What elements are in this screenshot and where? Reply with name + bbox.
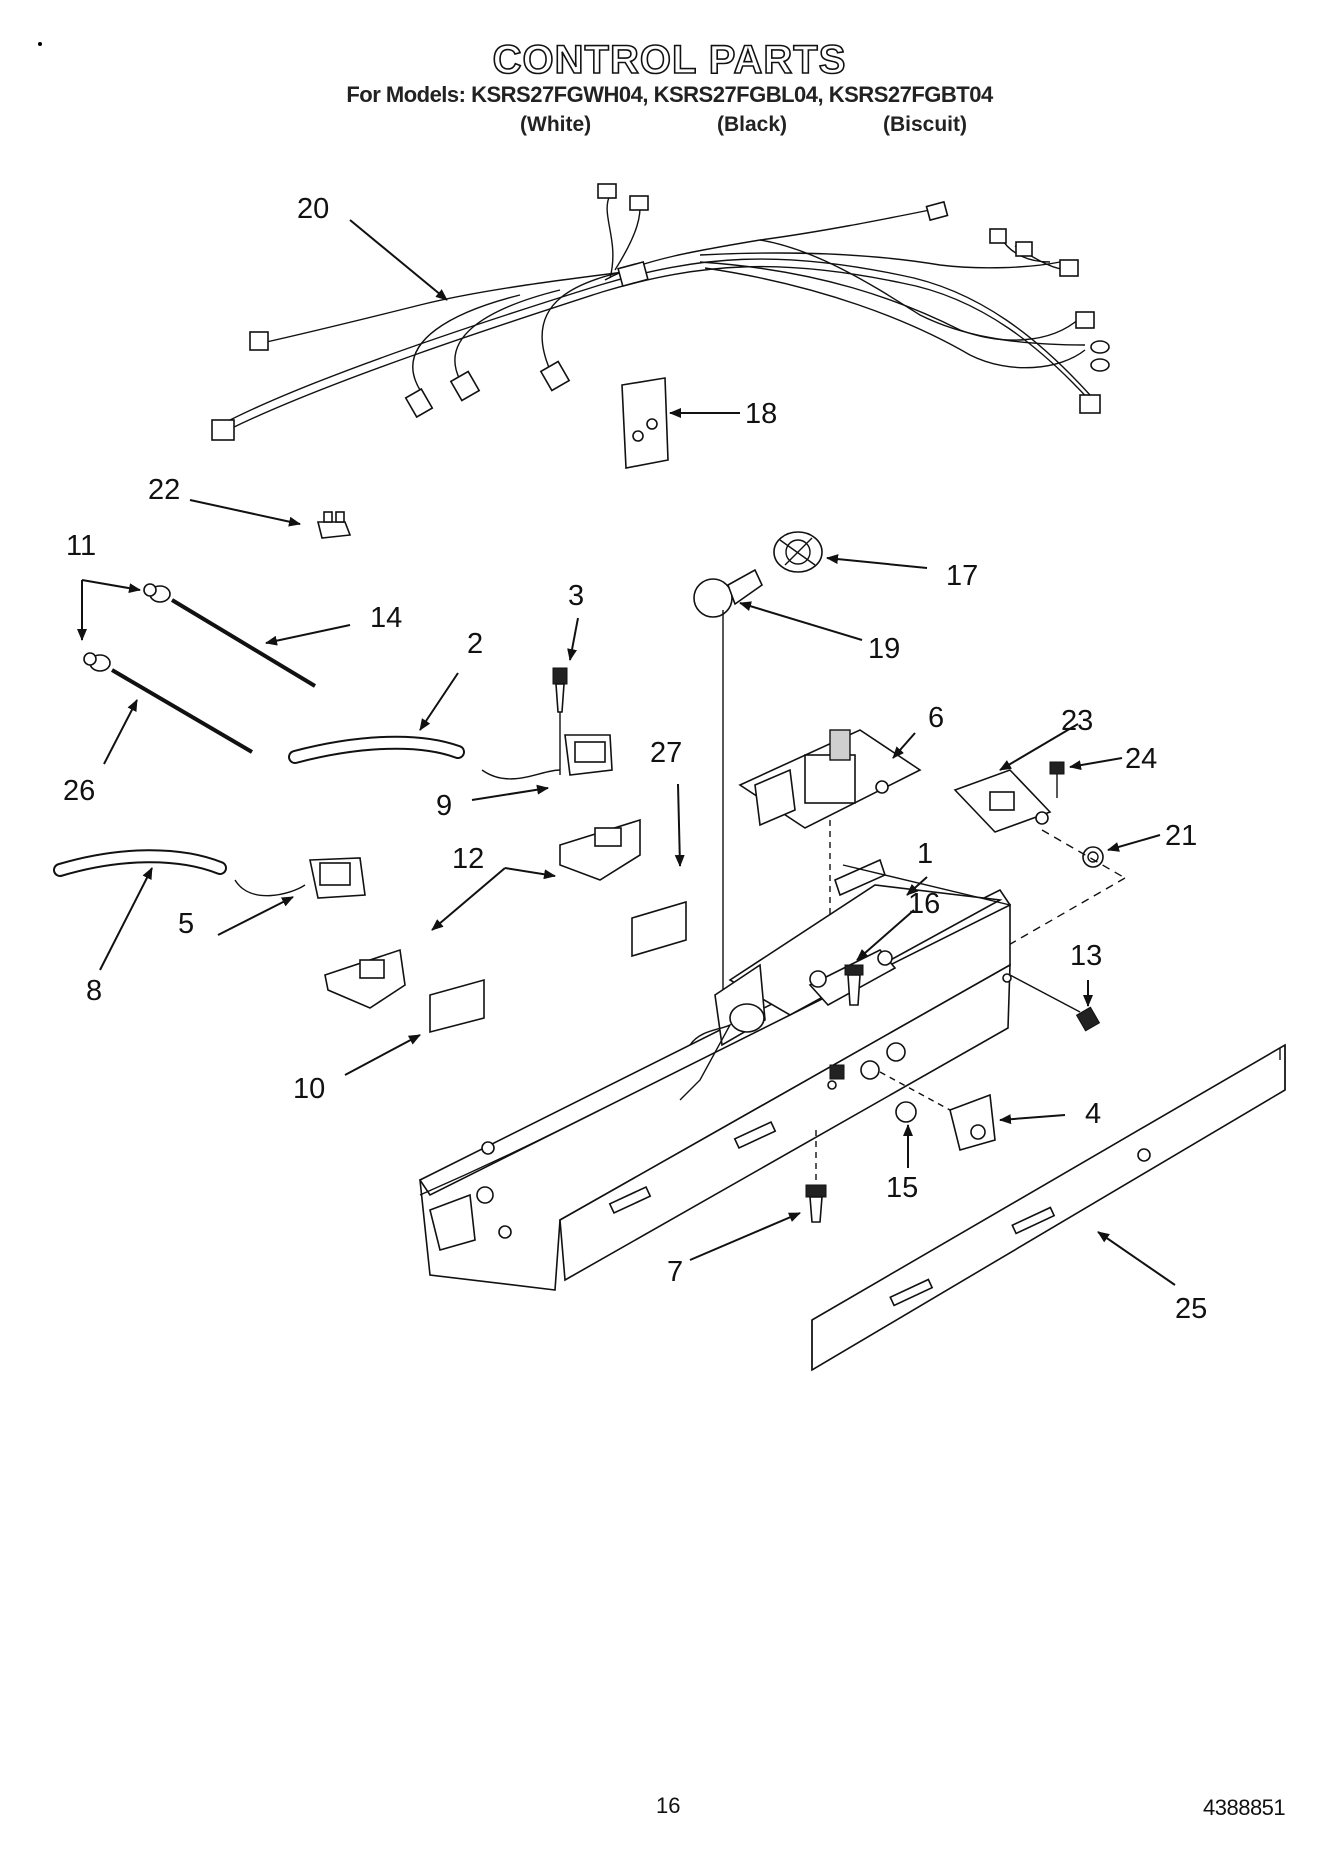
callout-27: 27	[650, 737, 682, 769]
color-white-label: (White)	[520, 113, 592, 136]
labels-parts-10-27	[429, 900, 687, 1034]
callout-15: 15	[886, 1172, 918, 1204]
callout-19: 19	[868, 633, 900, 665]
color-biscuit-label: (Biscuit)	[883, 113, 967, 136]
tubes-parts-2-8	[53, 735, 465, 877]
callout-20: 20	[297, 193, 329, 225]
callout-8: 8	[86, 975, 102, 1007]
callout-16: 16	[908, 888, 940, 920]
callout-6: 6	[928, 702, 944, 734]
callout-25: 25	[1175, 1293, 1207, 1325]
switch-part-5	[234, 857, 366, 899]
callout-2: 2	[467, 628, 483, 660]
callout-12: 12	[452, 843, 484, 875]
control-housing-part-1	[418, 858, 1012, 1291]
callout-4: 4	[1085, 1098, 1101, 1130]
callout-17: 17	[946, 560, 978, 592]
callout-5: 5	[178, 908, 194, 940]
callout-14: 14	[370, 602, 402, 634]
leader-arrows	[77, 219, 1176, 1286]
callout-18: 18	[745, 398, 777, 430]
corner-mark	[38, 42, 42, 46]
callout-9: 9	[436, 790, 452, 822]
trim-strip-part-25	[811, 1043, 1286, 1372]
color-black-label: (Black)	[717, 113, 788, 136]
callout-21: 21	[1165, 820, 1197, 852]
page-title: CONTROL PARTS	[492, 37, 847, 83]
callout-11: 11	[66, 530, 96, 562]
callout-7: 7	[667, 1256, 683, 1288]
callout-3: 3	[568, 580, 584, 612]
wire-harness-part-20	[211, 183, 1110, 441]
thermistor-parts-21-23-24	[953, 761, 1126, 951]
callout-10: 10	[293, 1073, 325, 1105]
document-number: 4388851	[1203, 1795, 1286, 1820]
clip-part-22	[316, 511, 352, 539]
bulb-socket-parts-17-19	[693, 531, 823, 1000]
switch-parts-3-9	[481, 667, 613, 780]
models-line: For Models: KSRS27FGWH04, KSRS27FGBL04, …	[346, 82, 993, 107]
callout-23: 23	[1061, 705, 1093, 737]
bracket-parts-12	[324, 818, 641, 1009]
switch-button-parts-4-15	[879, 1071, 996, 1151]
plate-part-18	[621, 377, 669, 469]
callout-24: 24	[1125, 743, 1157, 775]
callout-22: 22	[148, 474, 180, 506]
page-number: 16	[656, 1793, 681, 1818]
callout-1: 1	[917, 838, 933, 870]
screw-part-7	[805, 1130, 827, 1223]
grommets-rods-parts-11-14-26	[83, 583, 317, 754]
callout-26: 26	[63, 775, 95, 807]
screw-part-16	[844, 964, 864, 1006]
screw-part-13	[1009, 974, 1101, 1032]
callout-13: 13	[1070, 940, 1102, 972]
callout-numbers: 20 18 22 11 14 3 17 19 2 6 23 24 27 26 9…	[63, 193, 1207, 1325]
